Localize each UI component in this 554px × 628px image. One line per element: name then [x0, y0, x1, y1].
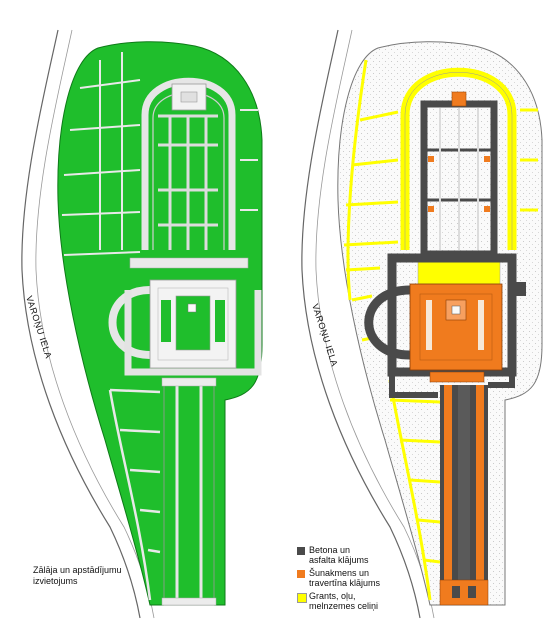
left-side-loop: [108, 286, 151, 359]
right-street-label: VAROŅU IELA: [310, 303, 340, 368]
right-map: VAROŅU IELA: [301, 29, 543, 619]
left-oval-path: [141, 77, 236, 250]
lawn-caption: Zālāja un apstādījumu izvietojums: [33, 565, 143, 587]
left-street-edge-outer: [21, 29, 141, 619]
left-map: VAROŅU IELA: [21, 29, 263, 619]
right-gravel-paths: [343, 59, 538, 601]
left-upper-grid: [158, 114, 218, 250]
right-asphalt-loop-west: [364, 285, 411, 360]
legend-label-gravel-line1: Grants, oļu,: [309, 591, 356, 601]
legend-item-concrete-asphalt: Betona un asfalta klājums: [297, 545, 417, 565]
legend-item-travertine: Šunakmens un travertīna klājums: [297, 568, 417, 588]
left-street-edge-inner: [35, 29, 155, 619]
left-tree-rows: [61, 52, 258, 256]
right-street-edge-inner: [315, 29, 435, 619]
left-mid-path-band: [129, 257, 249, 269]
right-travertine-head: [451, 91, 467, 107]
legend-label-travertine-line1: Šunakmens un: [309, 568, 370, 578]
left-lower-avenue: [163, 384, 215, 606]
lawn-caption-line2: izvietojums: [33, 576, 78, 586]
legend-label-concrete-line1: Betona un: [309, 545, 351, 555]
legend-label-concrete-line2: asfalta klājums: [309, 555, 369, 565]
right-travertine-square: [409, 283, 503, 371]
legend-swatch-travertine: [297, 570, 305, 578]
surface-legend: Betona un asfalta klājums Šunakmens un t…: [297, 545, 417, 614]
right-street-edge-outer: [301, 29, 421, 619]
legend-item-gravel: Grants, oļu, melnzemes celiņi: [297, 591, 417, 611]
lawn-caption-line1: Zālāja un apstādījumu: [33, 565, 122, 575]
left-memorial-head: [171, 83, 207, 111]
left-outer-loop: [124, 290, 262, 376]
legend-label-gravel-line2: melnzemes celiņi: [309, 601, 379, 611]
legend-swatch-concrete: [297, 547, 305, 555]
right-gravel-band: [417, 261, 501, 285]
legend-label-travertine-line2: travertīna klājums: [309, 578, 381, 588]
legend-swatch-gravel: [297, 593, 307, 603]
